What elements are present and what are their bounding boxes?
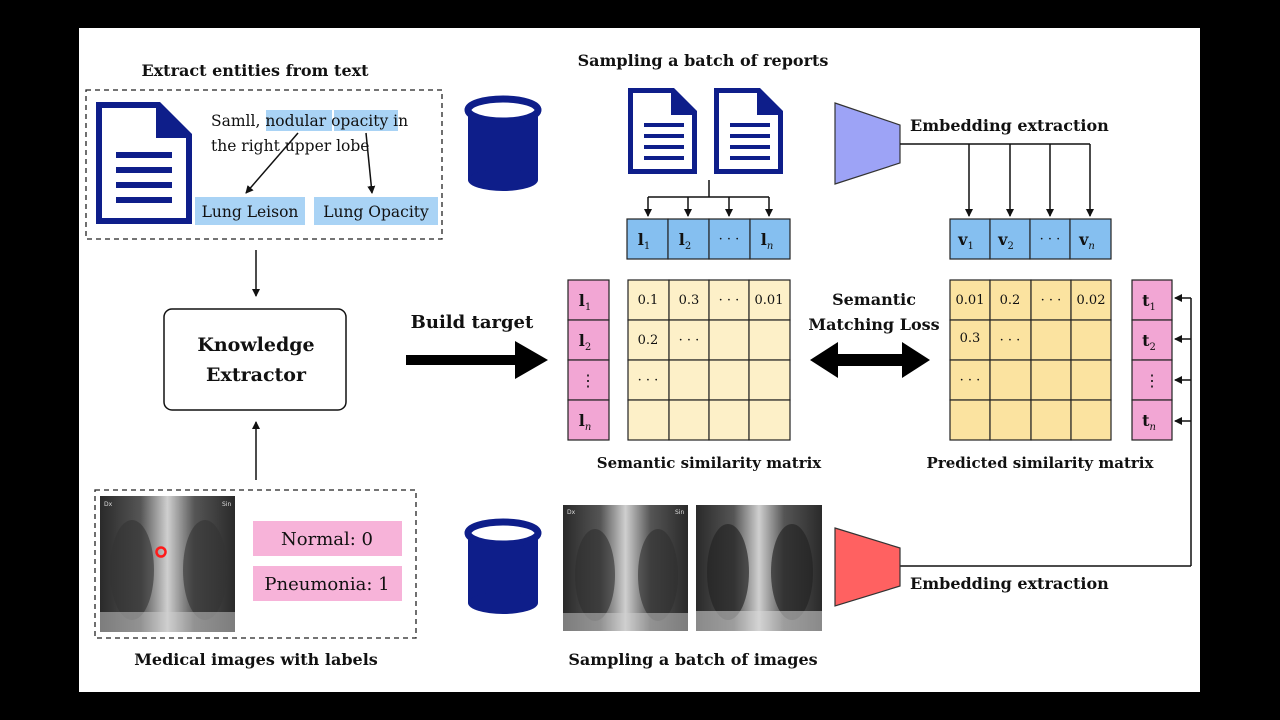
svg-text:· · ·: · · · [679, 333, 700, 348]
highlight-opacity [334, 110, 398, 131]
svg-text:tn: tn [1142, 411, 1156, 433]
svg-text:Sin: Sin [675, 509, 684, 516]
entity-2: Lung Opacity [323, 203, 429, 221]
svg-text:0.2: 0.2 [638, 333, 659, 348]
svg-text:ln: ln [579, 411, 592, 433]
svg-text:· · ·: · · · [1040, 232, 1061, 247]
images-title: Sampling a batch of images [568, 650, 817, 669]
svg-text:0.3: 0.3 [960, 331, 981, 346]
double-arrow [810, 342, 930, 378]
database-icon-images [464, 518, 542, 614]
svg-text:Sin: Sin [222, 501, 231, 508]
arrow-to-entity1 [245, 132, 299, 194]
svg-text:0.3: 0.3 [679, 293, 700, 308]
xray-image-labeled: Dx Sin [100, 496, 235, 632]
loss-line2: Matching Loss [808, 315, 939, 334]
svg-text:Dx: Dx [104, 501, 113, 508]
label-embedding-row: l1 l2 · · · ln [626, 218, 791, 260]
knowledge-extractor-box [163, 308, 347, 411]
svg-text:vn: vn [1078, 230, 1095, 252]
svg-text:0.01: 0.01 [956, 293, 985, 308]
svg-text:⋮: ⋮ [1144, 371, 1160, 390]
svg-text:0.01: 0.01 [755, 293, 784, 308]
report-doc-icon-2 [714, 88, 783, 174]
image-encoder-trapezoid [834, 527, 901, 607]
svg-text:v2: v2 [997, 230, 1014, 252]
extract-title: Extract entities from text [141, 61, 369, 80]
highlight-nodular [266, 110, 332, 131]
reports-title: Sampling a batch of reports [578, 51, 829, 70]
svg-text:v1: v1 [957, 230, 974, 252]
svg-text:t2: t2 [1142, 331, 1156, 353]
svg-text:⋮: ⋮ [580, 371, 596, 390]
medical-title: Medical images with labels [134, 650, 378, 669]
image-embedding-column: t1 t2 ⋮ tn [1131, 279, 1173, 441]
document-icon [96, 102, 192, 224]
knowledge-extractor-line2: Extractor [206, 364, 307, 386]
svg-text:l2: l2 [579, 331, 591, 353]
svg-text:· · ·: · · · [1041, 293, 1062, 308]
svg-text:Dx: Dx [567, 509, 576, 516]
entity-box-2 [314, 197, 438, 225]
svg-text:l2: l2 [679, 230, 691, 252]
build-target-arrow [406, 341, 548, 379]
entity-1: Lung Leison [202, 203, 299, 221]
svg-text:0.1: 0.1 [638, 293, 659, 308]
arrow-to-entity2 [365, 132, 376, 194]
lesion-marker-icon [155, 546, 167, 558]
predicted-matrix-caption: Predicted similarity matrix [927, 454, 1155, 472]
svg-text:· · ·: · · · [719, 293, 740, 308]
svg-text:· · ·: · · · [638, 373, 659, 388]
diagram-canvas: Extract entities from text Samll, nodula… [79, 28, 1200, 692]
xray-image-1: Dx Sin [563, 505, 688, 631]
svg-text:l1: l1 [638, 230, 650, 252]
label-box-pneumonia [253, 566, 402, 601]
text-encoder-trapezoid [834, 102, 901, 185]
semantic-matrix-caption: Semantic similarity matrix [597, 454, 823, 472]
diagram-svg: Extract entities from text Samll, nodula… [85, 51, 1192, 669]
build-target-label: Build target [411, 312, 534, 333]
embedding-top-label: Embedding extraction [910, 116, 1109, 135]
xray-image-2 [696, 505, 822, 631]
svg-text:0.02: 0.02 [1077, 293, 1106, 308]
label-normal: Normal: 0 [281, 529, 373, 550]
svg-text:t1: t1 [1142, 291, 1156, 313]
embedding-bottom-label: Embedding extraction [910, 574, 1109, 593]
semantic-similarity-matrix: 0.1 0.3 · · · 0.01 0.2 · · · · · · [627, 279, 791, 441]
text-embedding-row: v1 v2 · · · vn [949, 218, 1112, 260]
svg-text:· · ·: · · · [1000, 333, 1021, 348]
predicted-similarity-matrix: 0.01 0.2 · · · 0.02 0.3 · · · · · · [949, 279, 1112, 441]
knowledge-extractor-line1: Knowledge [197, 334, 314, 356]
label-pneumonia: Pneumonia: 1 [264, 574, 389, 595]
svg-text:· · ·: · · · [960, 373, 981, 388]
label-side-column: l1 l2 ⋮ ln [567, 279, 610, 441]
database-icon-reports [464, 95, 542, 191]
svg-text:· · ·: · · · [719, 232, 740, 247]
sentence-line1: Samll, nodular opacity in [211, 112, 408, 130]
svg-text:0.2: 0.2 [1000, 293, 1021, 308]
label-box-normal [253, 521, 402, 556]
svg-text:ln: ln [761, 230, 774, 252]
medical-box [94, 489, 417, 639]
svg-text:l1: l1 [579, 291, 591, 313]
loss-line1: Semantic [832, 290, 916, 309]
report-doc-icon-1 [628, 88, 697, 174]
entity-box-1 [195, 197, 305, 225]
sentence-line2: the right upper lobe [211, 137, 369, 155]
